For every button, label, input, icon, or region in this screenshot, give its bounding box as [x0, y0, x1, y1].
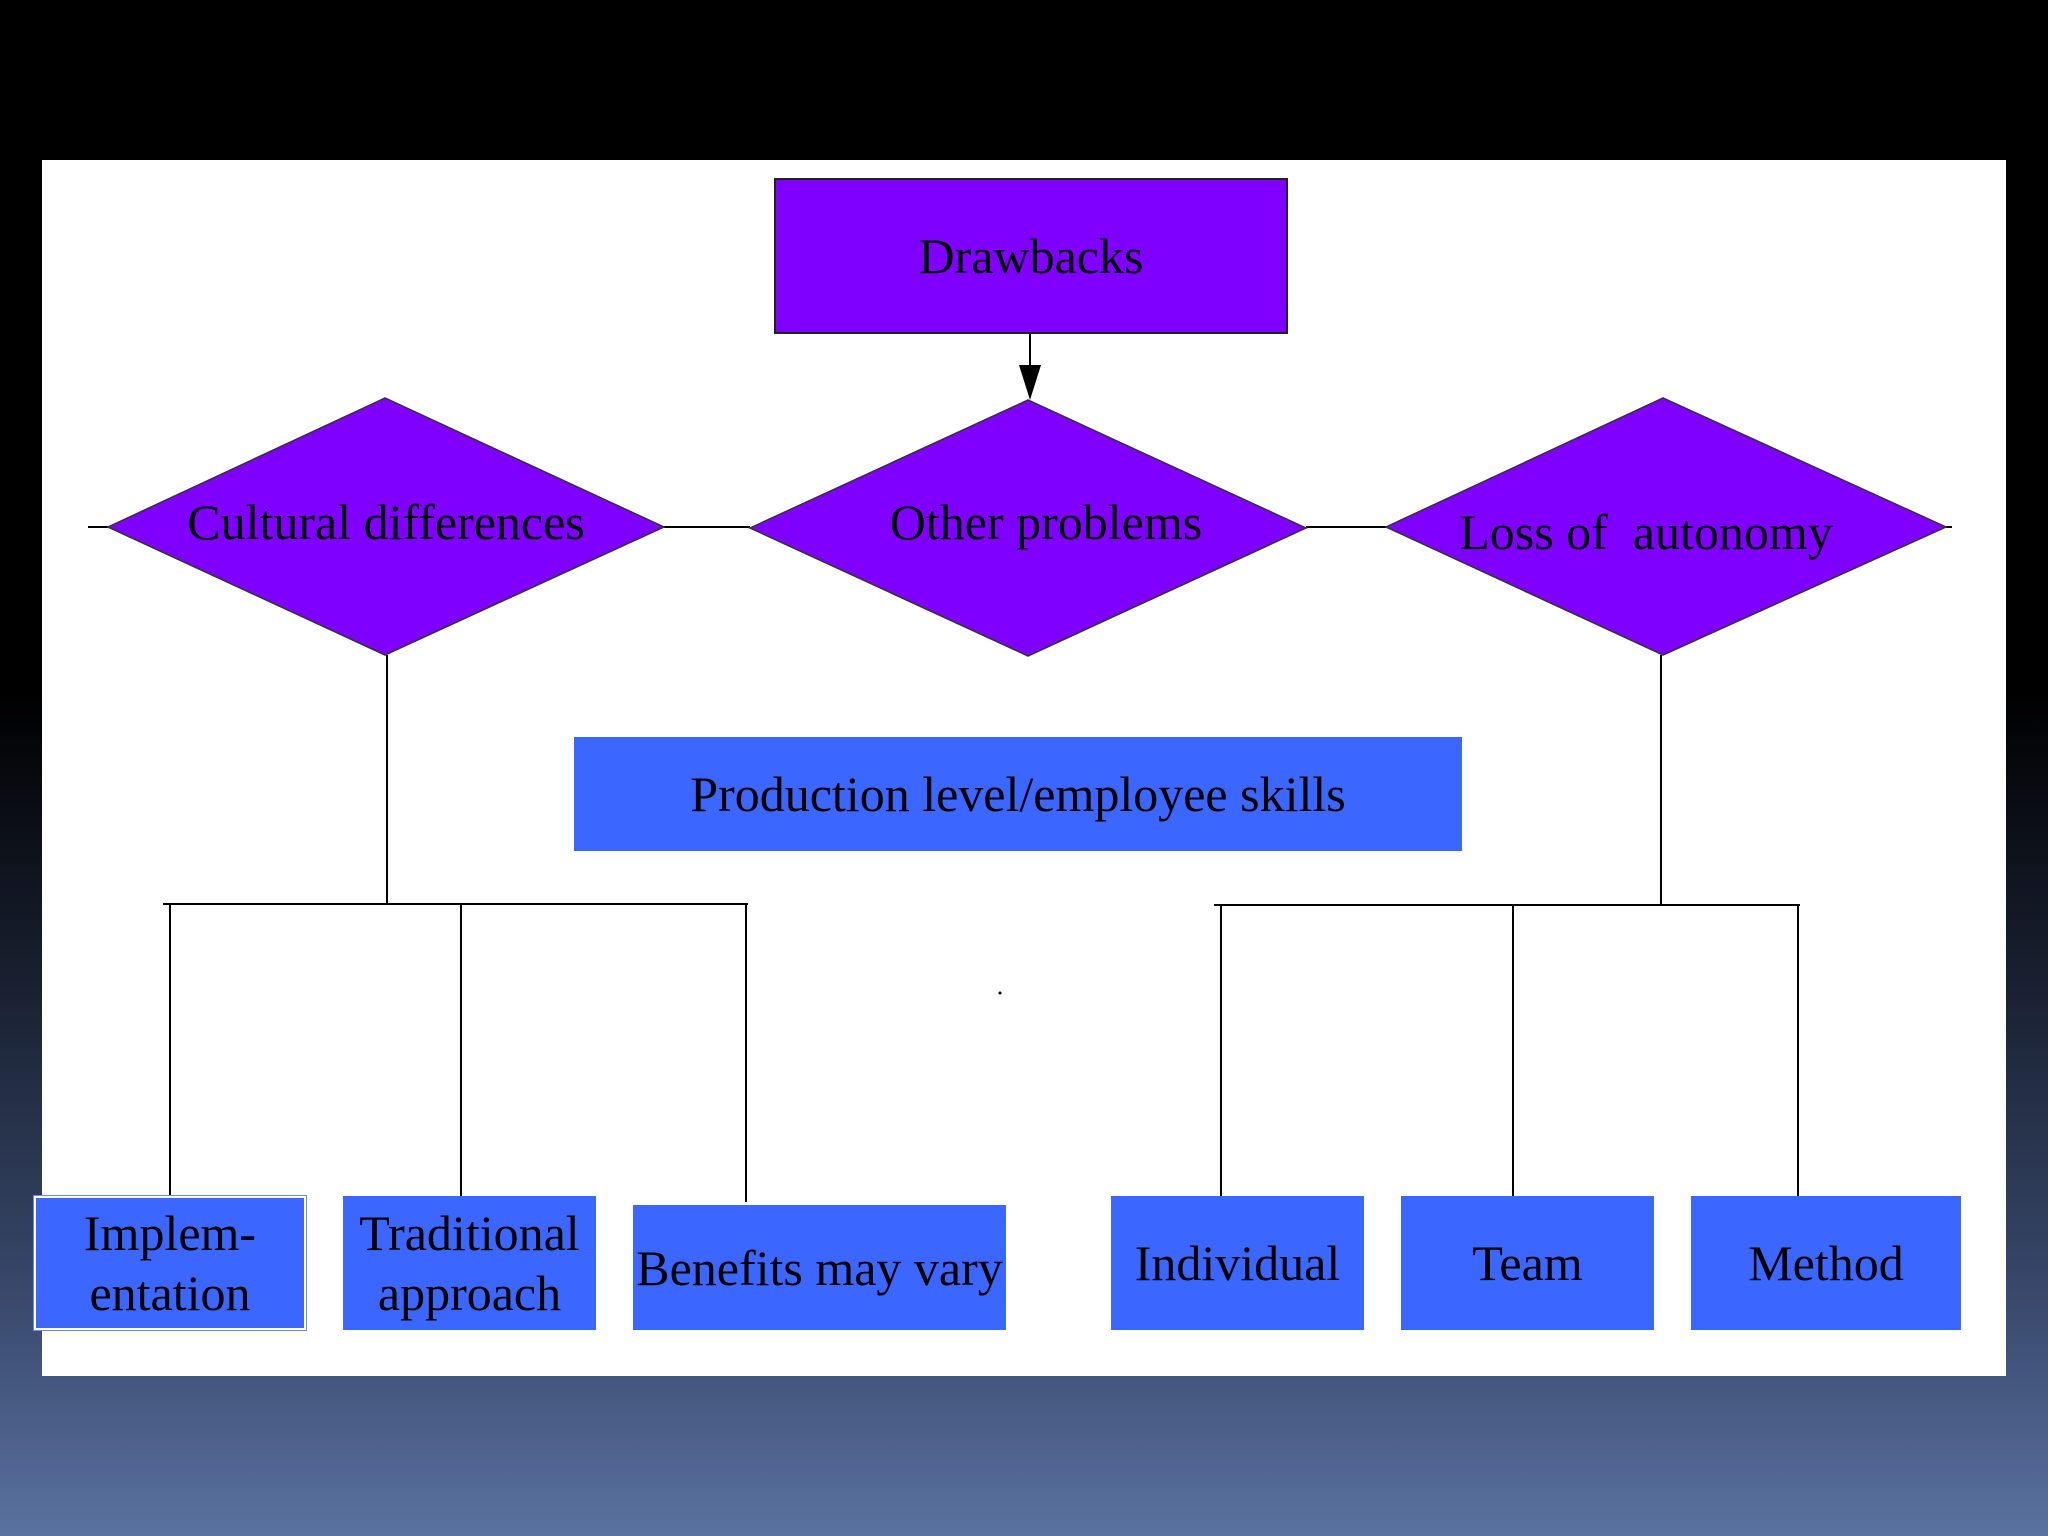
individual-box: Individual	[1111, 1196, 1364, 1330]
drawbacks-box: Drawbacks	[774, 178, 1288, 334]
stray-dot	[998, 991, 1002, 995]
benefits-may-vary-label: Benefits may vary	[636, 1239, 1003, 1296]
production-level-label: Production level/employee skills	[690, 766, 1346, 822]
benefits-may-vary-box: Benefits may vary	[633, 1205, 1006, 1330]
cultural-differences-label: Cultural differences	[187, 494, 585, 550]
diamond-cultural-differences	[106, 397, 666, 656]
arrowhead-icon	[1019, 365, 1041, 400]
drawbacks-label: Drawbacks	[918, 228, 1144, 284]
production-level-box: Production level/employee skills	[574, 737, 1462, 851]
team-label: Team	[1472, 1235, 1583, 1291]
individual-label: Individual	[1134, 1235, 1341, 1291]
team-box: Team	[1401, 1196, 1654, 1330]
diamond-other-problems	[748, 399, 1308, 657]
implementation-label: Implem- entation	[83, 1205, 257, 1321]
loss-of-autonomy-label: Loss of autonomy	[1459, 504, 1833, 560]
method-label: Method	[1748, 1235, 1904, 1291]
diamond-loss-of-autonomy	[1384, 397, 1948, 656]
implementation-box: Implem- entation	[33, 1195, 307, 1331]
traditional-approach-box: Traditional approach	[343, 1196, 596, 1330]
other-problems-label: Other problems	[889, 494, 1203, 550]
method-box: Method	[1691, 1196, 1961, 1330]
traditional-approach-label: Traditional approach	[359, 1205, 580, 1321]
